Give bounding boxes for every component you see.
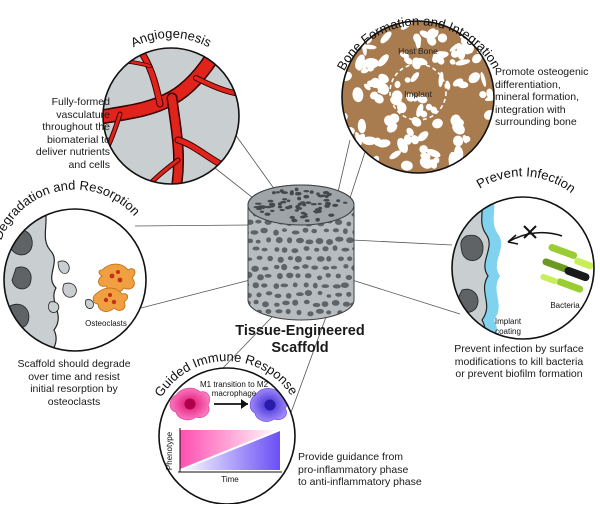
angiogenesis-description: Fully-formed vasculature throughout the … bbox=[12, 96, 110, 171]
coating-label-line1: Implant bbox=[495, 317, 522, 326]
scaffold-cylinder bbox=[247, 184, 355, 321]
immune-desc-line: to anti-inflammatory phase bbox=[298, 476, 422, 488]
transition-label-line1: M1 transition to M2 bbox=[200, 380, 269, 389]
bone-desc-line: Promote osteogenic bbox=[495, 66, 589, 78]
phenotype-axis-label: Phenotype bbox=[165, 431, 174, 470]
osteoclast-icon bbox=[92, 263, 136, 312]
scaffold-title-line2: Scaffold bbox=[271, 340, 329, 356]
infection-desc-line: Prevent infection by surface bbox=[454, 343, 584, 355]
degradation-desc-line: osteoclasts bbox=[47, 395, 101, 408]
angiogenesis-desc-line: vasculature bbox=[56, 108, 110, 121]
angiogenesis-title: Angiogenesis bbox=[128, 26, 214, 51]
svg-text:Prevent Infection: Prevent Infection bbox=[474, 164, 579, 196]
degradation-description: Scaffold should degrade over time and re… bbox=[4, 358, 144, 408]
time-axis-label: Time bbox=[221, 475, 239, 484]
svg-text:Angiogenesis: Angiogenesis bbox=[128, 26, 214, 51]
coating-label-line2: coating bbox=[495, 327, 521, 336]
phenotype-chart bbox=[178, 428, 282, 473]
immune-desc-line: pro-inflammatory phase bbox=[298, 463, 409, 476]
infection-panel: Bacteria Implant coating Prevent Infecti… bbox=[451, 164, 595, 340]
host-bone-label: Host Bone bbox=[398, 46, 438, 56]
angiogenesis-desc-line: and cells bbox=[68, 158, 110, 171]
degradation-panel: Osteoclasts Degradation and Resorption bbox=[0, 178, 147, 352]
bone-desc-line: integration with bbox=[495, 103, 566, 116]
osteoclasts-label: Osteoclasts bbox=[85, 319, 127, 328]
bone-desc-line: mineral formation, bbox=[495, 91, 580, 103]
scaffold-title: Tissue-Engineered Scaffold bbox=[228, 323, 372, 357]
scaffold-title-line1: Tissue-Engineered bbox=[235, 323, 365, 339]
bacteria-icon bbox=[540, 244, 594, 293]
immune-panel: M1 transition to M2 macrophage Phenotype… bbox=[151, 349, 301, 505]
infection-desc-line: or prevent biofilm formation bbox=[455, 368, 583, 380]
bacteria-label: Bacteria bbox=[550, 301, 580, 310]
m1-macrophage-icon bbox=[169, 387, 210, 421]
connector-lines bbox=[134, 129, 461, 419]
infection-desc-line: modifications to kill bacteria bbox=[454, 355, 584, 368]
bone-desc-line: surrounding bone bbox=[495, 116, 577, 128]
degradation-desc-line: over time and resist bbox=[28, 370, 120, 383]
immune-description: Provide guidance from pro-inflammatory p… bbox=[298, 451, 448, 489]
angiogenesis-desc-line: throughout the bbox=[42, 121, 110, 133]
degradation-desc-line: Scaffold should degrade bbox=[17, 358, 131, 370]
angiogenesis-desc-line: deliver nutrients bbox=[35, 146, 110, 158]
angiogenesis-panel: Angiogenesis bbox=[102, 26, 240, 185]
implant-outline bbox=[389, 63, 447, 121]
bone-description: Promote osteogenic differentiation, mine… bbox=[495, 66, 600, 129]
bone-formation-panel: Host Bone Implant Bone Formation and Int… bbox=[334, 13, 504, 174]
infection-title: Prevent Infection bbox=[474, 164, 579, 196]
transition-label-line2: macrophage bbox=[212, 389, 257, 398]
bone-desc-line: differentiation, bbox=[495, 78, 561, 91]
immune-desc-line: Provide guidance from bbox=[298, 451, 404, 463]
degradation-desc-line: initial resorption by bbox=[30, 383, 118, 395]
infection-description: Prevent infection by surface modificatio… bbox=[440, 343, 598, 381]
angiogenesis-desc-line: Fully-formed bbox=[51, 96, 110, 108]
blocked-arrow-icon bbox=[507, 225, 563, 245]
angiogenesis-desc-line: biomaterial to bbox=[46, 133, 110, 146]
implant-label: Implant bbox=[404, 89, 433, 99]
m2-macrophage-icon bbox=[249, 387, 289, 422]
